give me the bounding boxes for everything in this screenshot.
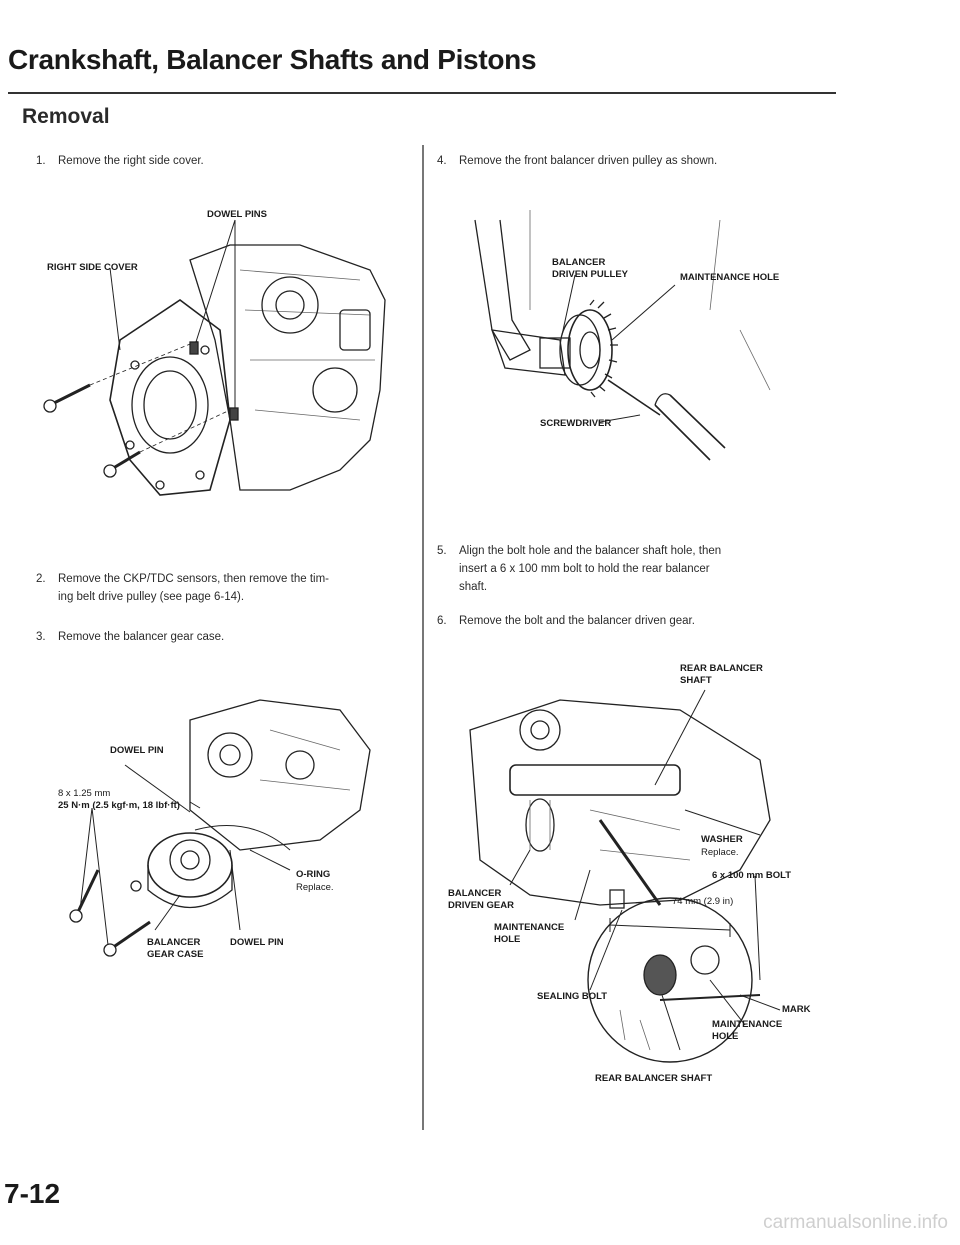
title-divider (8, 92, 836, 94)
label-bolt-size: 8 x 1.25 mm (58, 788, 111, 799)
label-balancer-driven-gear-1: BALANCER (448, 888, 502, 899)
label-balancer-gear-case-1: BALANCER (147, 937, 201, 948)
step-number: 4. (437, 155, 447, 167)
step-text: Remove the bolt and the balancer driven … (459, 615, 695, 627)
label-rear-balancer-shaft-2: SHAFT (680, 675, 712, 686)
label-torque: 25 N·m (2.5 kgf·m, 18 lbf·ft) (58, 800, 180, 811)
step-1: 1. Remove the right side cover. (36, 152, 406, 170)
label-balancer-driven-gear-2: DRIVEN GEAR (448, 900, 514, 911)
label-sealing-bolt: SEALING BOLT (537, 991, 608, 1002)
step-number: 5. (437, 545, 447, 557)
step-3: 3. Remove the balancer gear case. (36, 628, 406, 646)
figure-balancer-gear-case (69, 699, 371, 957)
step-text: Remove the right side cover. (58, 155, 204, 167)
step-number: 3. (36, 631, 46, 643)
label-maintenance-hole: MAINTENANCE HOLE (680, 272, 780, 283)
step-text: Align the bolt hole and the balancer sha… (459, 545, 722, 557)
label-maintenance-hole-1: MAINTENANCE (494, 922, 565, 933)
step-2: 2. Remove the CKP/TDC sensors, then remo… (36, 570, 416, 608)
step-5: 5. Align the bolt hole and the balancer … (437, 542, 837, 598)
step-text: Remove the front balancer driven pulley … (459, 155, 718, 167)
step-text: Remove the CKP/TDC sensors, then remove … (58, 573, 329, 585)
label-screwdriver: SCREWDRIVER (540, 418, 612, 429)
label-balancer-driven-pulley-2: DRIVEN PULLEY (552, 269, 629, 280)
section-title: Removal (22, 105, 110, 128)
label-dowel-pin-bottom: DOWEL PIN (230, 937, 284, 948)
page-title: Crankshaft, Balancer Shafts and Pistons (8, 44, 537, 75)
watermark: carmanualsonline.info (763, 1212, 948, 1233)
label-balancer-gear-case-2: GEAR CASE (147, 949, 204, 960)
label-dimension: 74 mm (2.9 in) (672, 896, 734, 907)
label-washer: WASHER (701, 834, 743, 845)
label-bolt: 6 x 100 mm BOLT (712, 870, 792, 881)
step-number: 6. (437, 615, 447, 627)
step-number: 1. (36, 155, 46, 167)
label-dowel-pins: DOWEL PINS (207, 209, 267, 220)
label-dowel-pin-top: DOWEL PIN (110, 745, 164, 756)
figure-balancer-driven-pulley (474, 210, 771, 461)
label-washer-note: Replace. (701, 847, 739, 858)
step-number: 2. (36, 573, 46, 585)
figure-right-side-cover (43, 219, 386, 496)
step-text-cont: ing belt drive pulley (see page 6-14). (58, 591, 245, 603)
column-divider (422, 145, 424, 1130)
label-o-ring-note: Replace. (296, 882, 334, 893)
label-maintenance-hole-2: HOLE (494, 934, 521, 945)
label-maintenance-hole-inset-2: HOLE (712, 1031, 739, 1042)
label-rear-balancer-shaft-1: REAR BALANCER (680, 663, 763, 674)
label-mark: MARK (782, 1004, 811, 1015)
label-rear-balancer-shaft-bottom: REAR BALANCER SHAFT (595, 1073, 713, 1084)
step-text-cont: shaft. (459, 581, 488, 593)
label-o-ring: O-RING (296, 869, 331, 880)
step-4: 4. Remove the front balancer driven pull… (437, 152, 837, 170)
figure-rear-balancer-shaft (469, 689, 781, 1063)
label-maintenance-hole-inset-1: MAINTENANCE (712, 1019, 783, 1030)
step-6: 6. Remove the bolt and the balancer driv… (437, 612, 837, 630)
page-number: 7-12 (4, 1178, 61, 1209)
step-text: Remove the balancer gear case. (58, 631, 225, 643)
step-text-cont: insert a 6 x 100 mm bolt to hold the rea… (459, 563, 710, 575)
label-right-side-cover: RIGHT SIDE COVER (47, 262, 138, 273)
label-balancer-driven-pulley-1: BALANCER (552, 257, 606, 268)
